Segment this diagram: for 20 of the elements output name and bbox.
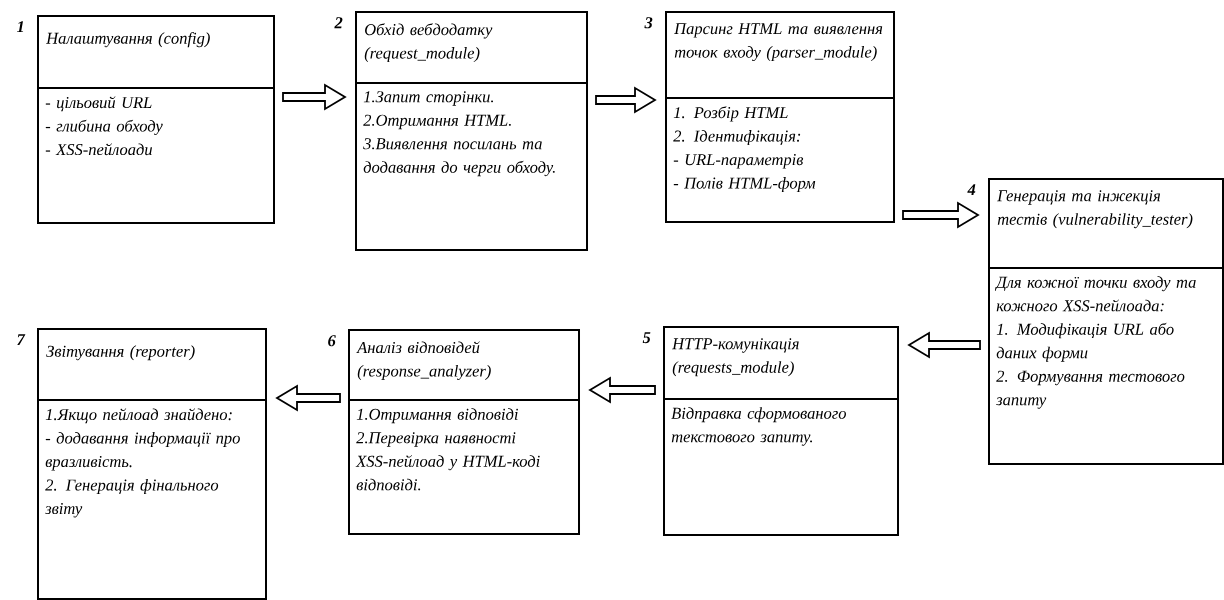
step-number: 1 (16, 21, 24, 33)
process-box: Налаштування (config) - цільовий URL - глибина обходу - XSS-пейлоади (36, 15, 275, 224)
block-arrow (588, 376, 656, 404)
block-arrow (595, 86, 657, 114)
block-arrow (282, 83, 347, 111)
step-number: 7 (17, 334, 26, 345)
step-number: 5 (642, 332, 651, 344)
process-box: Аналіз відповідей (response_analyzer) 1.Отримання відповіді 2.Перевірка наявності XSS-пейлоад у HTML-коді відповіді. (347, 329, 580, 535)
process-box: Парсинг HTML та виявлення точок входу (parser_module) 1. Розбір HTML 2. Ідентифікація: - URL-параметрів - Полів HTML-форм (664, 11, 895, 223)
process-box: Обхід вебдодатку (request_module) 1.Запит сторінки. 2.Отримання HTML. 3.Виявлення посилань та додавання до черги обходу. (354, 11, 588, 251)
process-box: Звітування (reporter) 1.Якщо пейлоад знайдено: - додавання інформації про вразливість. 2. Генерація фінального звіту (36, 328, 267, 600)
block-arrow (907, 331, 981, 359)
step-number: 3 (644, 17, 653, 29)
step-number: 6 (328, 335, 336, 347)
step-number: 4 (967, 184, 976, 196)
step-number: 2 (334, 17, 343, 29)
process-box: HTTP-комунікація (requests_module) Відправка сформованого текстового запиту. (662, 326, 899, 536)
process-box: Генерація та інжекція тестів (vulnerability_tester) Для кожної точки входу та кожного XSS-пейлоада: 1. Модифікація URL або даних форми 2. Формування тестового запиту (987, 178, 1224, 465)
block-arrow (275, 384, 341, 412)
block-arrow (902, 201, 980, 229)
